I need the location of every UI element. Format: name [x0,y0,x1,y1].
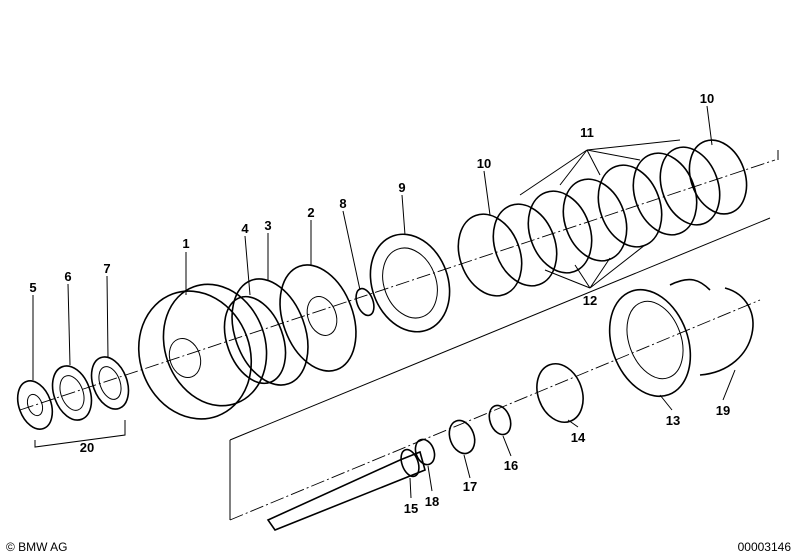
label-part-2: 2 [307,205,314,220]
drum-13-inner [626,300,684,380]
needle-bearing-6 [51,365,93,421]
bracket-20 [34,420,126,448]
retaining-ring-19-upper [669,278,711,291]
label-part-4: 4 [241,221,249,236]
label-part-19: 19 [716,403,730,418]
leader-12 [544,244,646,289]
clutch-disc [659,146,721,226]
label-part-7: 7 [103,261,110,276]
leader-11 [519,139,681,196]
snap-ring-18 [414,438,436,466]
clutch-disc [492,203,558,287]
label-part-8: 8 [339,196,346,211]
gear-14 [536,363,584,423]
seal-ring-4 [223,295,287,385]
spring-plate-9 [369,233,451,333]
steel-plate-10-end [688,139,748,215]
needle-bearing-6-inner [59,375,85,411]
thrust-washer-5-hole [26,393,44,417]
clutch-disc [597,164,663,248]
leader-lines [32,105,736,499]
label-part-14: 14 [571,430,586,445]
snap-ring-8 [355,287,375,317]
seal-ring-3 [231,278,309,386]
hub-17 [448,419,476,455]
label-part-1: 1 [182,236,189,251]
lower-axis-line [229,299,761,521]
label-part-16: 16 [504,458,518,473]
label-part-9: 9 [398,180,405,195]
clutch-disc [632,152,698,236]
label-part-17: 17 [463,479,477,494]
label-part-6: 6 [64,269,71,284]
label-part-10: 10 [477,156,491,171]
steel-plate-10 [457,213,523,297]
label-part-20: 20 [80,440,94,455]
label-part-3: 3 [264,218,271,233]
piston-2-inner [306,296,338,336]
frame-line-right [229,150,779,441]
label-part-5: 5 [29,280,36,295]
retaining-ring-19 [699,287,754,376]
label-part-11: 11 [580,125,594,140]
clutch-housing-1-hub [168,338,202,378]
label-part-18: 18 [425,494,439,509]
label-part-10-right: 10 [700,91,714,106]
washer-16 [488,404,512,436]
thrust-washer-5 [16,380,54,430]
piston-2 [279,264,357,372]
clutch-disc [527,190,593,274]
input-shaft-15 [266,450,426,531]
thrust-washer-7-inner [98,366,122,400]
thrust-washer-7 [90,356,130,410]
drum-13 [608,288,692,398]
clutch-housing-1 [137,290,253,420]
clutch-housing-1-rim [162,283,268,407]
label-part-15: 15 [404,501,418,516]
spring-plate-9-inner [382,247,438,319]
drawing-number: 00003146 [737,540,791,554]
label-part-12: 12 [583,293,597,308]
upper-axis-line [19,159,776,411]
label-part-13: 13 [666,413,680,428]
copyright-notice: © BMW AG [6,540,68,554]
shaft-spline-15 [400,448,420,478]
